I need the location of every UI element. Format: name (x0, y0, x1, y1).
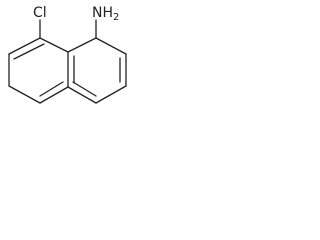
bond-c1-c2 (95, 37, 127, 55)
amine-nitrogen-symbol: N (92, 5, 102, 21)
bond-c5-c4a (39, 86, 69, 104)
amine-hydrogen-count: 2 (113, 12, 119, 23)
bond-c8-c7 (8, 37, 41, 55)
amine-atom-label: NH2 (92, 5, 119, 23)
bond-c4-c4a-double (72, 81, 97, 97)
chlorine-atom-label: Cl (33, 5, 47, 21)
bond-c6-c5 (8, 85, 41, 104)
bond-c8a-c1 (67, 37, 97, 53)
bond-c3-c4 (95, 85, 127, 104)
bond-c4-c4a (67, 86, 97, 104)
bond-c5-c4a-double (39, 81, 64, 97)
bond-c7-c7-double (13, 43, 45, 60)
bond-c8a-c8 (39, 37, 69, 53)
naphthalene-structure-diagram: Cl NH2 (8, 5, 127, 104)
amine-hydrogen-symbol: H (102, 5, 113, 21)
